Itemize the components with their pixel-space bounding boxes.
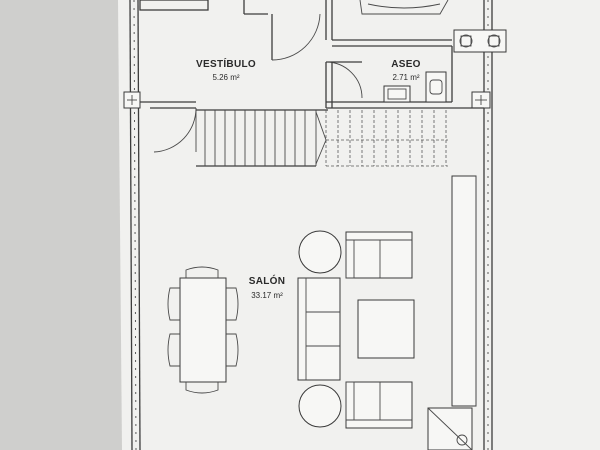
aseo-fixtures (362, 46, 484, 109)
room-name-salon: SALÓN (249, 274, 286, 287)
kitchen-counter (451, 175, 477, 407)
room-name-vestibulo: VESTÍBULO (196, 57, 256, 70)
paper-sheet (118, 0, 600, 450)
columns (123, 91, 491, 109)
vestibulo-doors (140, 13, 363, 153)
room-area-salon: 33.17 m² (251, 291, 283, 300)
living-furniture (297, 230, 415, 429)
exterior-walls (129, 0, 493, 450)
room-area-aseo: 2.71 m² (392, 73, 419, 82)
top-fixtures (139, 0, 452, 47)
corner-fixture (427, 407, 473, 450)
dining-set (167, 266, 239, 394)
boiler-fixture (453, 29, 507, 53)
room-name-aseo: ASEO (391, 59, 421, 70)
staircase (196, 109, 448, 167)
room-area-vestibulo: 5.26 m² (212, 73, 239, 82)
